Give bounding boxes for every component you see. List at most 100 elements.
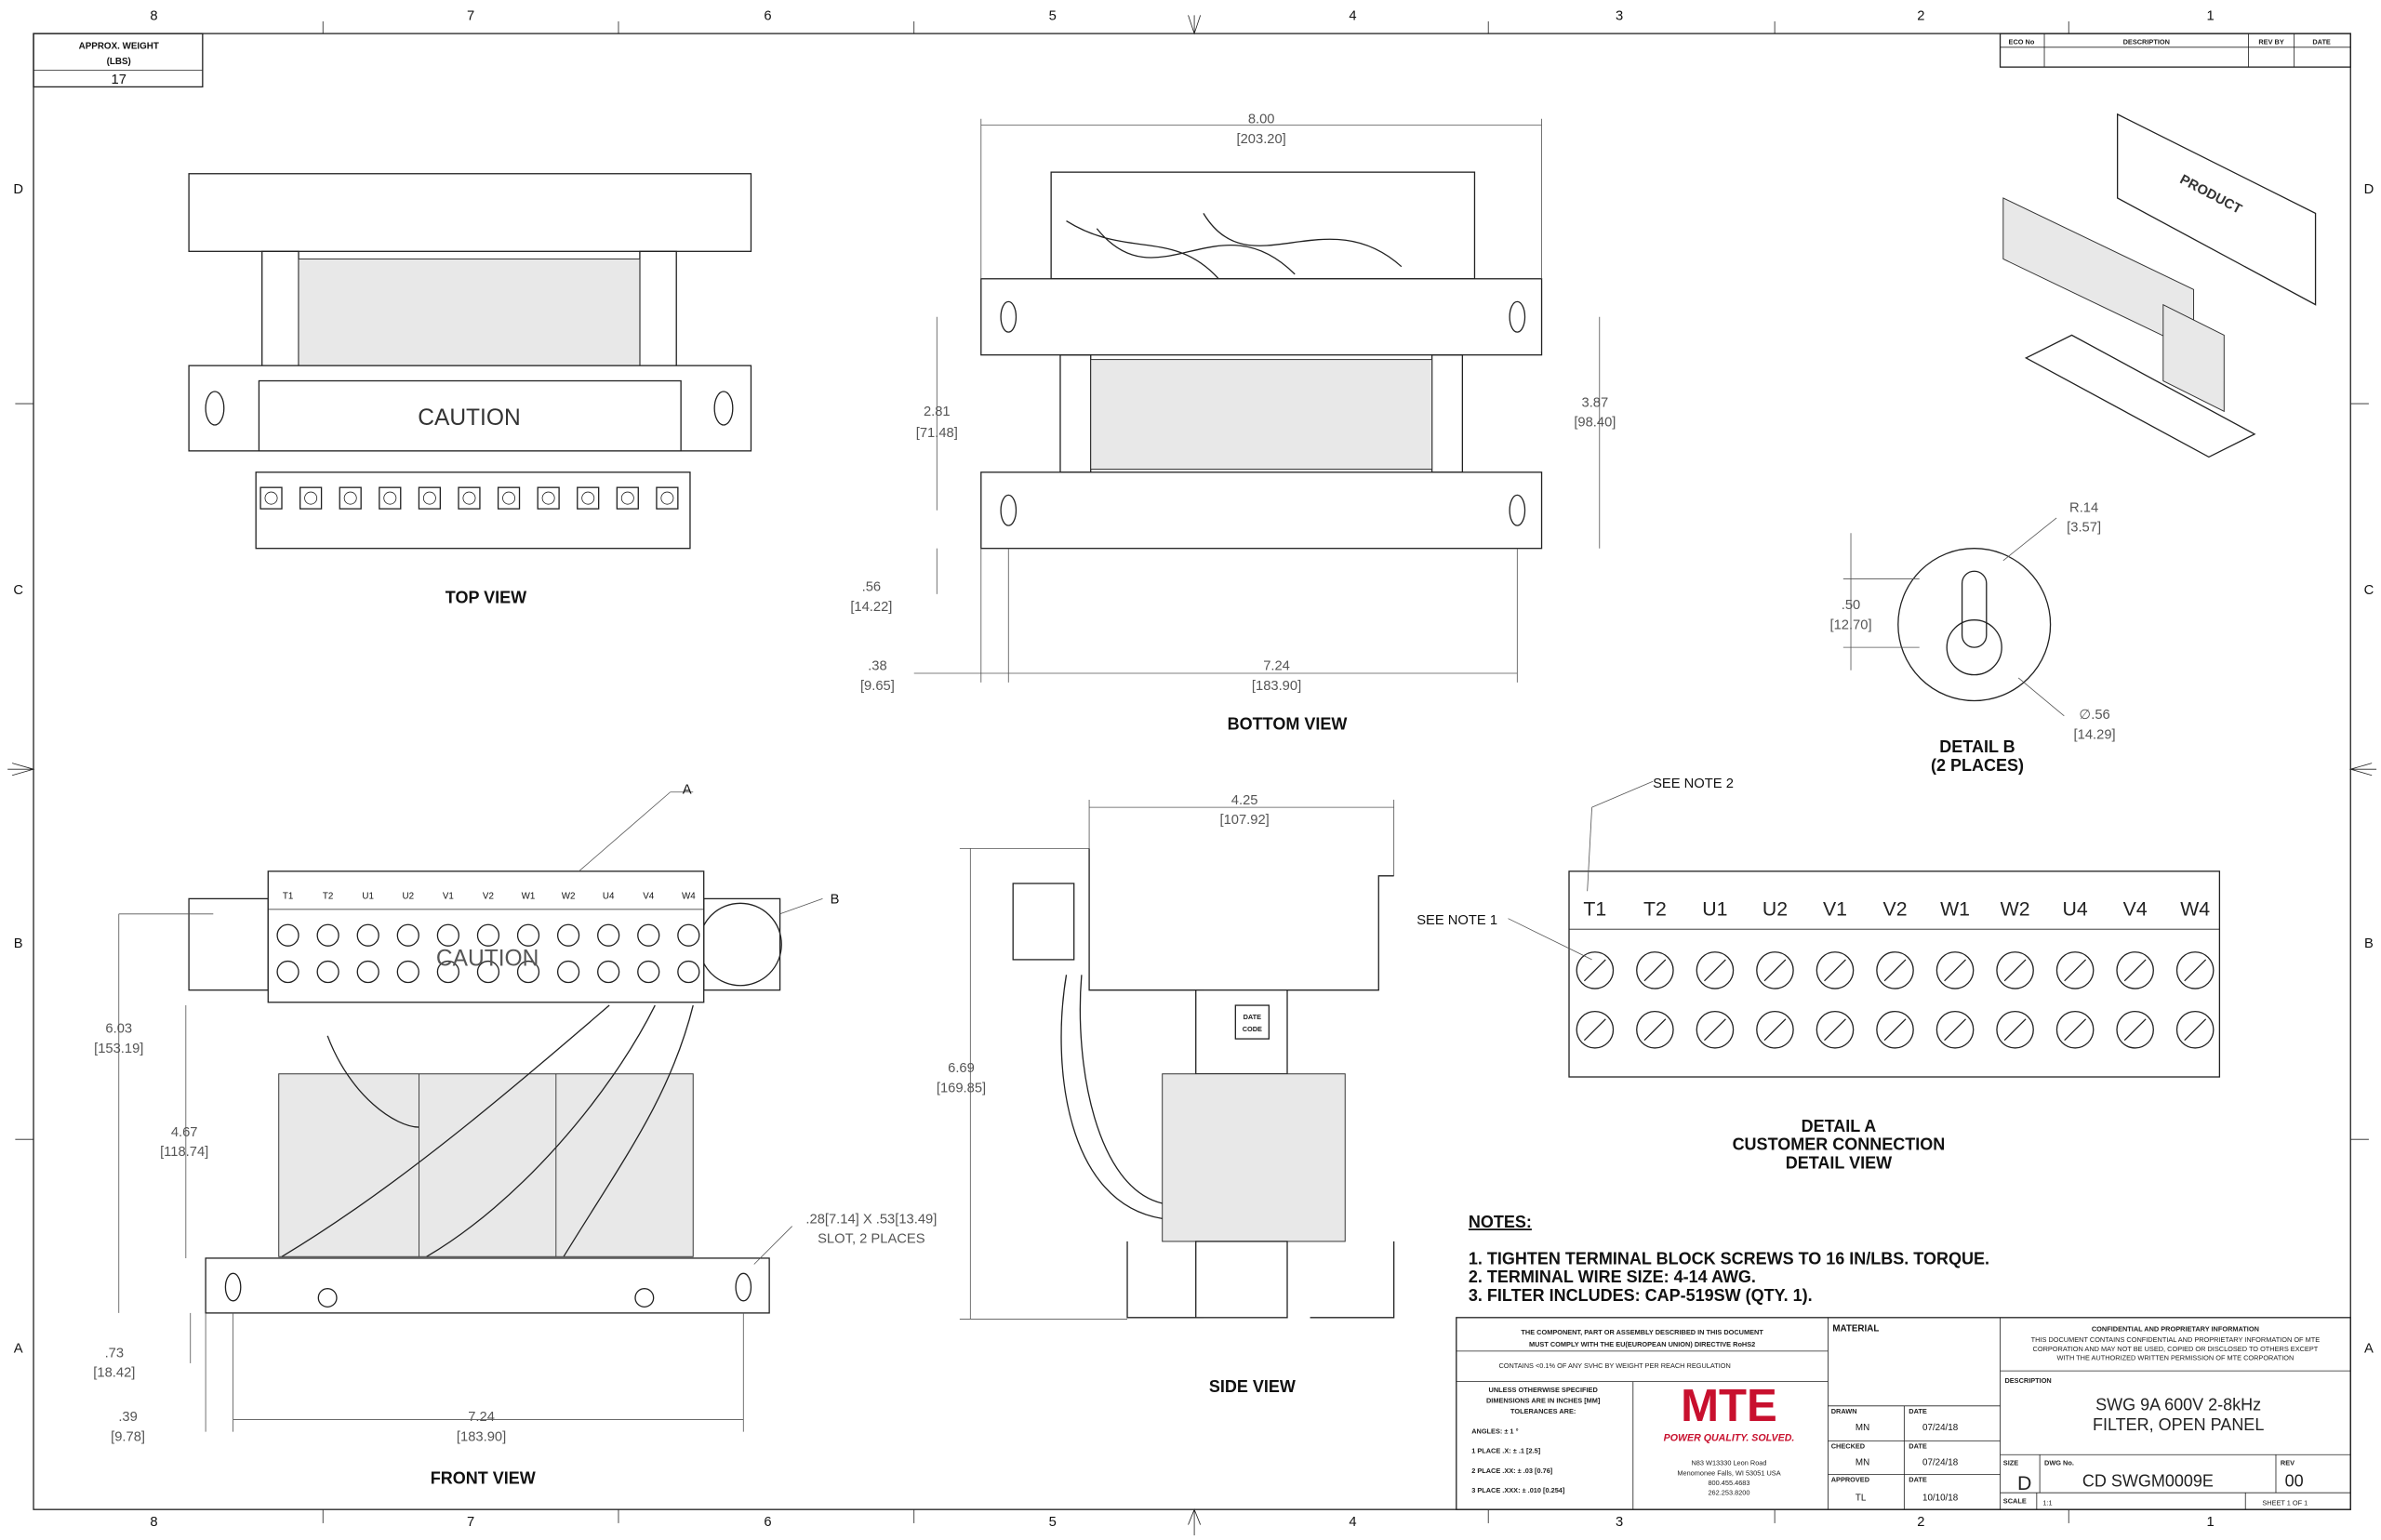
terminal-screw-icon [1696,1010,1735,1049]
terminal-screw-icon [1756,951,1794,989]
terminal-screw-head [383,491,397,505]
dim-value-mm: [9.65] [860,679,895,694]
terminal-screw-icon [1696,951,1735,989]
terminal-screw-icon [556,923,580,947]
approved-date: 10/10/18 [1922,1493,1959,1503]
date-code-label: CODE [1243,1025,1262,1033]
terminal-screw-icon [1876,951,1914,989]
tolerance-2-place: 2 PLACE .XX: ± .03 [0.76] [1471,1467,1553,1475]
see-note-1: SEE NOTE 1 [1417,913,1497,928]
note-item: 2. TERMINAL WIRE SIZE: 4-14 AWG. [1469,1268,1756,1286]
dim-value: 7.24 [1263,659,1290,674]
terminal-screw-icon [1996,951,2034,989]
terminal-screw-icon [677,960,700,984]
tolerance-heading: TOLERANCES ARE: [1510,1407,1576,1415]
column-label: 5 [1049,8,1057,23]
terminal-screw-head [264,491,278,505]
terminal-label: U4 [2063,897,2088,920]
side-view: DATE CODE 4.25 [107.92] 6.69 [169.85] SI… [937,793,1395,1396]
eco-header: REV BY [2258,38,2283,46]
terminal-screw-icon [476,960,500,984]
column-label: 7 [467,8,474,23]
eco-header: DATE [2312,38,2331,46]
column-label: 2 [1917,1515,1924,1530]
terminal-screw-icon [677,923,700,947]
column-label: 1 [2206,8,2214,23]
dim-value: R.14 [2069,500,2098,515]
confidential-text: CORPORATION AND MAY NOT BE USED, COPIED … [2033,1345,2319,1353]
column-label: 3 [1616,1515,1623,1530]
terminal-screw-icon [616,486,639,510]
terminal-label: W2 [562,891,576,901]
terminal-screw-icon [1876,1010,1914,1049]
rohs-text: MUST COMPLY WITH THE EU(EUROPEAN UNION) … [1529,1340,1755,1348]
screw-slot [1883,1018,1907,1042]
terminal-label: V4 [643,891,655,901]
dim-value: .38 [868,659,886,674]
dim-value: 6.03 [105,1022,132,1037]
terminal-screw-icon [597,923,620,947]
detail-a-sublabel: CUSTOMER CONNECTION [1733,1135,1946,1154]
column-label: 5 [1049,1515,1057,1530]
sheet-number: SHEET 1 OF 1 [2262,1498,2308,1507]
terminal-screw-icon [356,923,379,947]
dwg-no: CD SWGM0009E [2082,1472,2214,1491]
dim-value: 2.81 [924,405,951,419]
row-label: D [2364,182,2374,197]
caution-label: CAUTION [436,946,539,971]
terminal-label: U1 [1702,897,1727,920]
dim-value-mm: [9.78] [111,1429,145,1444]
rev-label: REV [2281,1459,2295,1467]
terminal-screw-icon [1636,951,1674,989]
terminal-label: T1 [1583,897,1606,920]
terminal-screw-icon [316,923,339,947]
screw-slot [2184,1018,2207,1042]
terminal-screw-head [541,491,555,505]
dim-value-mm: [107.92] [1220,813,1270,828]
dim-value-mm: [98.40] [1574,416,1616,431]
dim-value: 3.87 [1582,395,1609,410]
terminal-screw-head [343,491,357,505]
screw-slot [2003,959,2027,982]
address-line: 262.253.8200 [1708,1489,1749,1497]
screw-slot [2123,1018,2147,1042]
terminal-screw-icon [2116,951,2154,989]
dim-value: 4.67 [171,1125,198,1140]
weight-value: 17 [112,73,126,87]
terminal-label: U4 [603,891,615,901]
weight-label-units: (LBS) [107,57,131,67]
terminal-screw-icon [418,486,442,510]
terminal-screw-icon [396,923,419,947]
terminal-screw-icon [497,486,521,510]
column-label: 7 [467,1515,474,1530]
screw-slot [1944,959,1966,982]
tolerance-1-place: 1 PLACE .X: ± .1 [2.5] [1471,1447,1541,1455]
detail-a-sublabel: DETAIL VIEW [1786,1153,1892,1172]
confidential-text: WITH THE AUTHORIZED WRITTEN PERMISSION O… [2056,1354,2294,1362]
column-label: 2 [1917,8,1924,23]
dim-value-mm: [183.90] [1252,679,1301,694]
terminal-label: W4 [2180,897,2210,920]
checked-by: MN [1856,1458,1869,1468]
terminal-screw-icon [436,960,459,984]
terminal-screw-icon [597,960,620,984]
terminal-screw-icon [458,486,481,510]
terminal-screw-icon [1756,1010,1794,1049]
address-line: 800.455.4683 [1708,1479,1749,1487]
terminal-label: U2 [403,891,415,901]
dim-value-mm: [14.29] [2074,727,2116,742]
dim-value-mm: [71.48] [916,426,958,441]
detail-b-label: DETAIL B [1939,737,2015,756]
top-view: CAUTION TOP VIEW [188,173,752,607]
terminal-screw-icon [2175,1010,2215,1049]
checked-date: 07/24/18 [1922,1458,1959,1468]
terminal-screw-icon [1576,951,1615,989]
date-label: DATE [1909,1442,1927,1451]
dim-value-mm: [203.20] [1237,132,1286,147]
mte-logo: MTE [1681,1381,1777,1431]
terminal-label: U1 [362,891,374,901]
terminal-screw-head [502,491,516,505]
terminal-label: T2 [1643,897,1667,920]
row-label: A [2364,1341,2374,1356]
drawn-date: 07/24/18 [1922,1423,1959,1433]
